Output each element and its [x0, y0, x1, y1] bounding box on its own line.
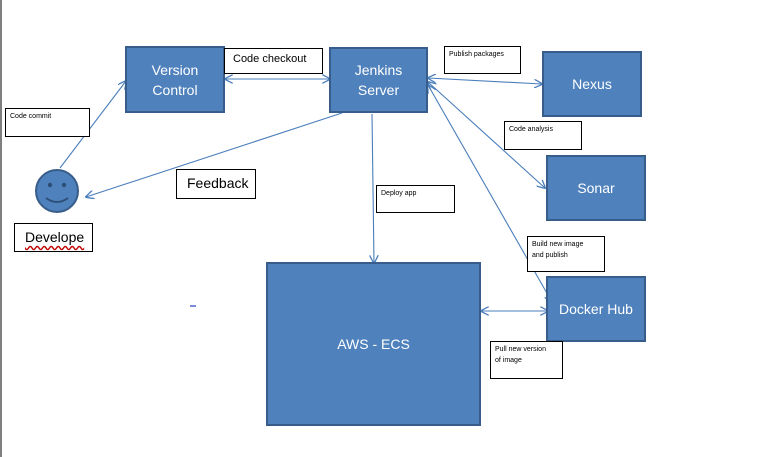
- nexus-node: Nexus: [542, 51, 642, 117]
- arrow-publish: [428, 78, 542, 84]
- window-left-edge: [0, 0, 2, 457]
- docker-hub-node: Docker Hub: [546, 276, 646, 342]
- label-feedback: Feedback: [176, 169, 256, 199]
- jenkins-server-node: Jenkins Server: [329, 47, 428, 113]
- developer-name: Develope: [25, 229, 85, 245]
- developer-label: Develope: [14, 223, 93, 252]
- arrow-deploy: [372, 113, 374, 263]
- label-deploy-app: Deploy app: [376, 185, 455, 213]
- label-pull-new-version: Pull new version of image: [490, 341, 563, 379]
- label-build-new-image: Build new image and publish: [527, 236, 605, 272]
- label-publish-packages: Publish packages: [444, 46, 521, 74]
- sonar-node: Sonar: [546, 155, 646, 221]
- label-code-analysis: Code analysis: [504, 121, 582, 150]
- label-code-commit: Code commit: [5, 108, 90, 137]
- label-code-checkout: Code checkout: [224, 48, 323, 74]
- version-control-node: Version Control: [125, 46, 225, 113]
- developer-icon: [35, 169, 79, 213]
- arrow-feedback: [86, 112, 343, 197]
- aws-ecs-node: AWS - ECS: [266, 262, 481, 426]
- arrow-commit: [59, 81, 126, 169]
